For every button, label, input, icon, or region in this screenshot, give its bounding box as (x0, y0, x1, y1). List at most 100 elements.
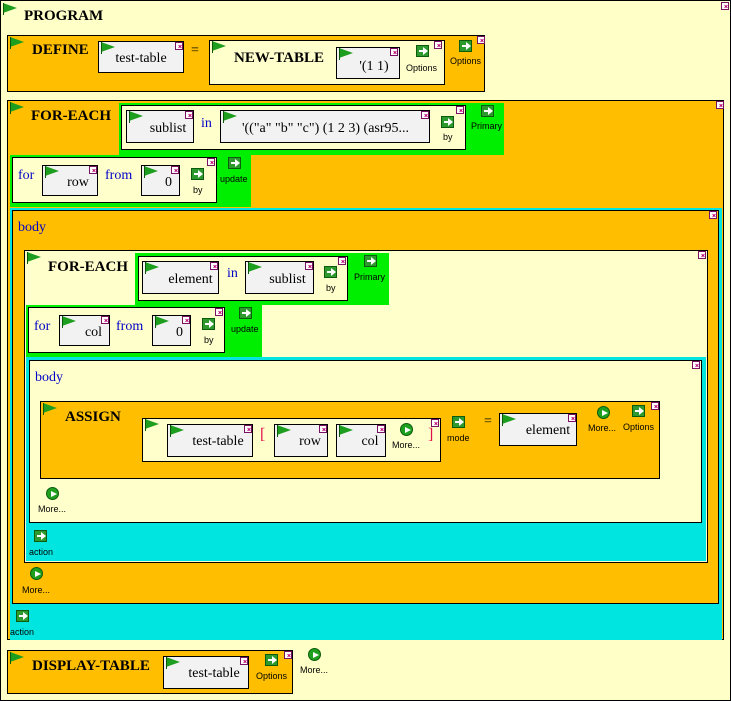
inner-update-label[interactable]: update (231, 324, 259, 334)
display-more-label[interactable]: More... (300, 665, 329, 675)
outer-from-flag-icon[interactable] (143, 166, 159, 178)
outer-for-by-label[interactable]: by (193, 185, 203, 195)
new-table-dims-flag-icon[interactable] (338, 48, 354, 60)
inner-by-label[interactable]: by (326, 283, 336, 293)
inner-var-close-icon[interactable] (210, 262, 218, 270)
outer-foreach-iter-close-icon[interactable] (456, 106, 464, 114)
assign-options-label[interactable]: Options (623, 422, 655, 432)
inner-for-by-label[interactable]: by (204, 335, 214, 345)
assign-target-close-icon[interactable] (431, 419, 439, 427)
outer-action-arrow-icon[interactable] (16, 610, 29, 622)
outer-in-keyword: in (201, 116, 212, 131)
assign-value-close-icon[interactable] (568, 414, 576, 422)
define-close-icon[interactable] (477, 36, 485, 44)
inner-var-box[interactable] (142, 261, 219, 294)
define-name-close-icon[interactable] (175, 42, 183, 50)
inner-foreach-iter-close-icon[interactable] (338, 257, 346, 265)
display-table-arg-flag-icon[interactable] (165, 657, 181, 669)
outer-by-label[interactable]: by (443, 132, 453, 142)
inner-col-close-icon[interactable] (101, 316, 109, 324)
outer-row-flag-icon[interactable] (44, 166, 60, 178)
inner-from-flag-icon[interactable] (154, 316, 170, 328)
new-table-options-arrow-icon[interactable] (416, 45, 429, 57)
inner-in-keyword: in (227, 266, 238, 281)
assign-row-flag-icon[interactable] (276, 425, 292, 437)
inner-for-by-arrow-icon[interactable] (202, 318, 215, 330)
assign-value-value: element (525, 423, 571, 438)
inner-primary-label[interactable]: Primary (354, 272, 385, 282)
outer-list-close-icon[interactable] (421, 111, 429, 119)
inner-list-flag-icon[interactable] (247, 262, 263, 274)
assign-close-icon[interactable] (651, 402, 659, 410)
assign-row-close-icon[interactable] (319, 425, 327, 433)
display-more-icon[interactable] (308, 648, 321, 661)
outer-body-close-icon[interactable] (709, 211, 717, 219)
assign-open-bracket: [ (260, 426, 266, 443)
define-name-flag-icon[interactable] (100, 42, 116, 54)
inner-body-close-icon[interactable] (692, 361, 700, 369)
outer-foreach-close-icon[interactable] (716, 101, 724, 109)
display-options-label[interactable]: Options (256, 671, 288, 681)
assign-col-close-icon[interactable] (377, 425, 385, 433)
display-table-flag-icon[interactable] (9, 652, 25, 664)
inner-by-arrow-icon[interactable] (324, 266, 337, 278)
new-table-dims-close-icon[interactable] (390, 48, 398, 56)
assign-col-flag-icon[interactable] (338, 425, 354, 437)
outer-update-label[interactable]: update (220, 174, 248, 184)
assign-table-flag-icon[interactable] (169, 425, 185, 437)
outer-primary-label[interactable]: Primary (471, 121, 502, 131)
new-table-flag-icon[interactable] (211, 41, 227, 53)
outer-foreach-flag-icon[interactable] (9, 102, 25, 114)
inner-update-arrow-icon[interactable] (239, 307, 252, 319)
inner-from-close-icon[interactable] (182, 316, 190, 324)
display-table-close-icon[interactable] (284, 651, 292, 659)
outer-list-box[interactable] (220, 110, 430, 143)
new-table-block[interactable] (209, 40, 445, 85)
outer-row-close-icon[interactable] (89, 166, 97, 174)
outer-action-label[interactable]: action (10, 627, 35, 637)
program-flag-icon[interactable] (2, 3, 18, 15)
assign-options-arrow-icon[interactable] (632, 405, 645, 417)
assign-table-close-icon[interactable] (244, 425, 252, 433)
outer-body-more-icon[interactable] (30, 567, 43, 580)
outer-update-arrow-icon[interactable] (228, 157, 241, 169)
outer-list-flag-icon[interactable] (222, 111, 238, 123)
outer-from-close-icon[interactable] (171, 166, 179, 174)
inner-foreach-flag-icon[interactable] (26, 252, 42, 264)
outer-var-close-icon[interactable] (185, 111, 193, 119)
assign-target-flag-icon[interactable] (144, 419, 160, 431)
assign-index-more-icon[interactable] (400, 423, 413, 436)
assign-mode-arrow-icon[interactable] (452, 416, 465, 428)
define-flag-icon[interactable] (9, 37, 25, 49)
outer-for-close-icon[interactable] (207, 158, 215, 166)
program-close-icon[interactable] (721, 2, 729, 10)
inner-list-close-icon[interactable] (305, 262, 313, 270)
new-table-options-label[interactable]: Options (406, 63, 438, 73)
inner-body-more-label[interactable]: More... (38, 504, 67, 514)
assign-flag-icon[interactable] (42, 403, 58, 415)
outer-var-flag-icon[interactable] (128, 111, 144, 123)
inner-action-label[interactable]: action (29, 547, 54, 557)
inner-for-close-icon[interactable] (215, 308, 223, 316)
assign-value-more-icon[interactable] (597, 406, 610, 419)
inner-foreach-close-icon[interactable] (698, 251, 706, 259)
inner-action-arrow-icon[interactable] (34, 530, 47, 542)
outer-body-more-label[interactable]: More... (22, 585, 51, 595)
outer-primary-arrow-icon[interactable] (481, 105, 494, 117)
outer-by-arrow-icon[interactable] (441, 116, 454, 128)
inner-var-flag-icon[interactable] (144, 262, 160, 274)
assign-index-more-label[interactable]: More... (392, 440, 421, 450)
inner-col-flag-icon[interactable] (61, 316, 77, 328)
assign-value-more-label[interactable]: More... (588, 423, 617, 433)
assign-mode-label[interactable]: mode (447, 433, 470, 443)
assign-value-flag-icon[interactable] (501, 414, 517, 426)
define-options-arrow-icon[interactable] (459, 40, 472, 52)
display-options-arrow-icon[interactable] (265, 654, 278, 666)
define-options-label[interactable]: Options (450, 56, 482, 66)
display-table-arg-close-icon[interactable] (240, 657, 248, 665)
new-table-dims-value: '(1 1) (359, 59, 389, 74)
new-table-close-icon[interactable] (434, 41, 442, 49)
inner-primary-arrow-icon[interactable] (364, 255, 377, 267)
inner-body-more-icon[interactable] (46, 487, 59, 500)
outer-for-by-arrow-icon[interactable] (191, 168, 204, 180)
